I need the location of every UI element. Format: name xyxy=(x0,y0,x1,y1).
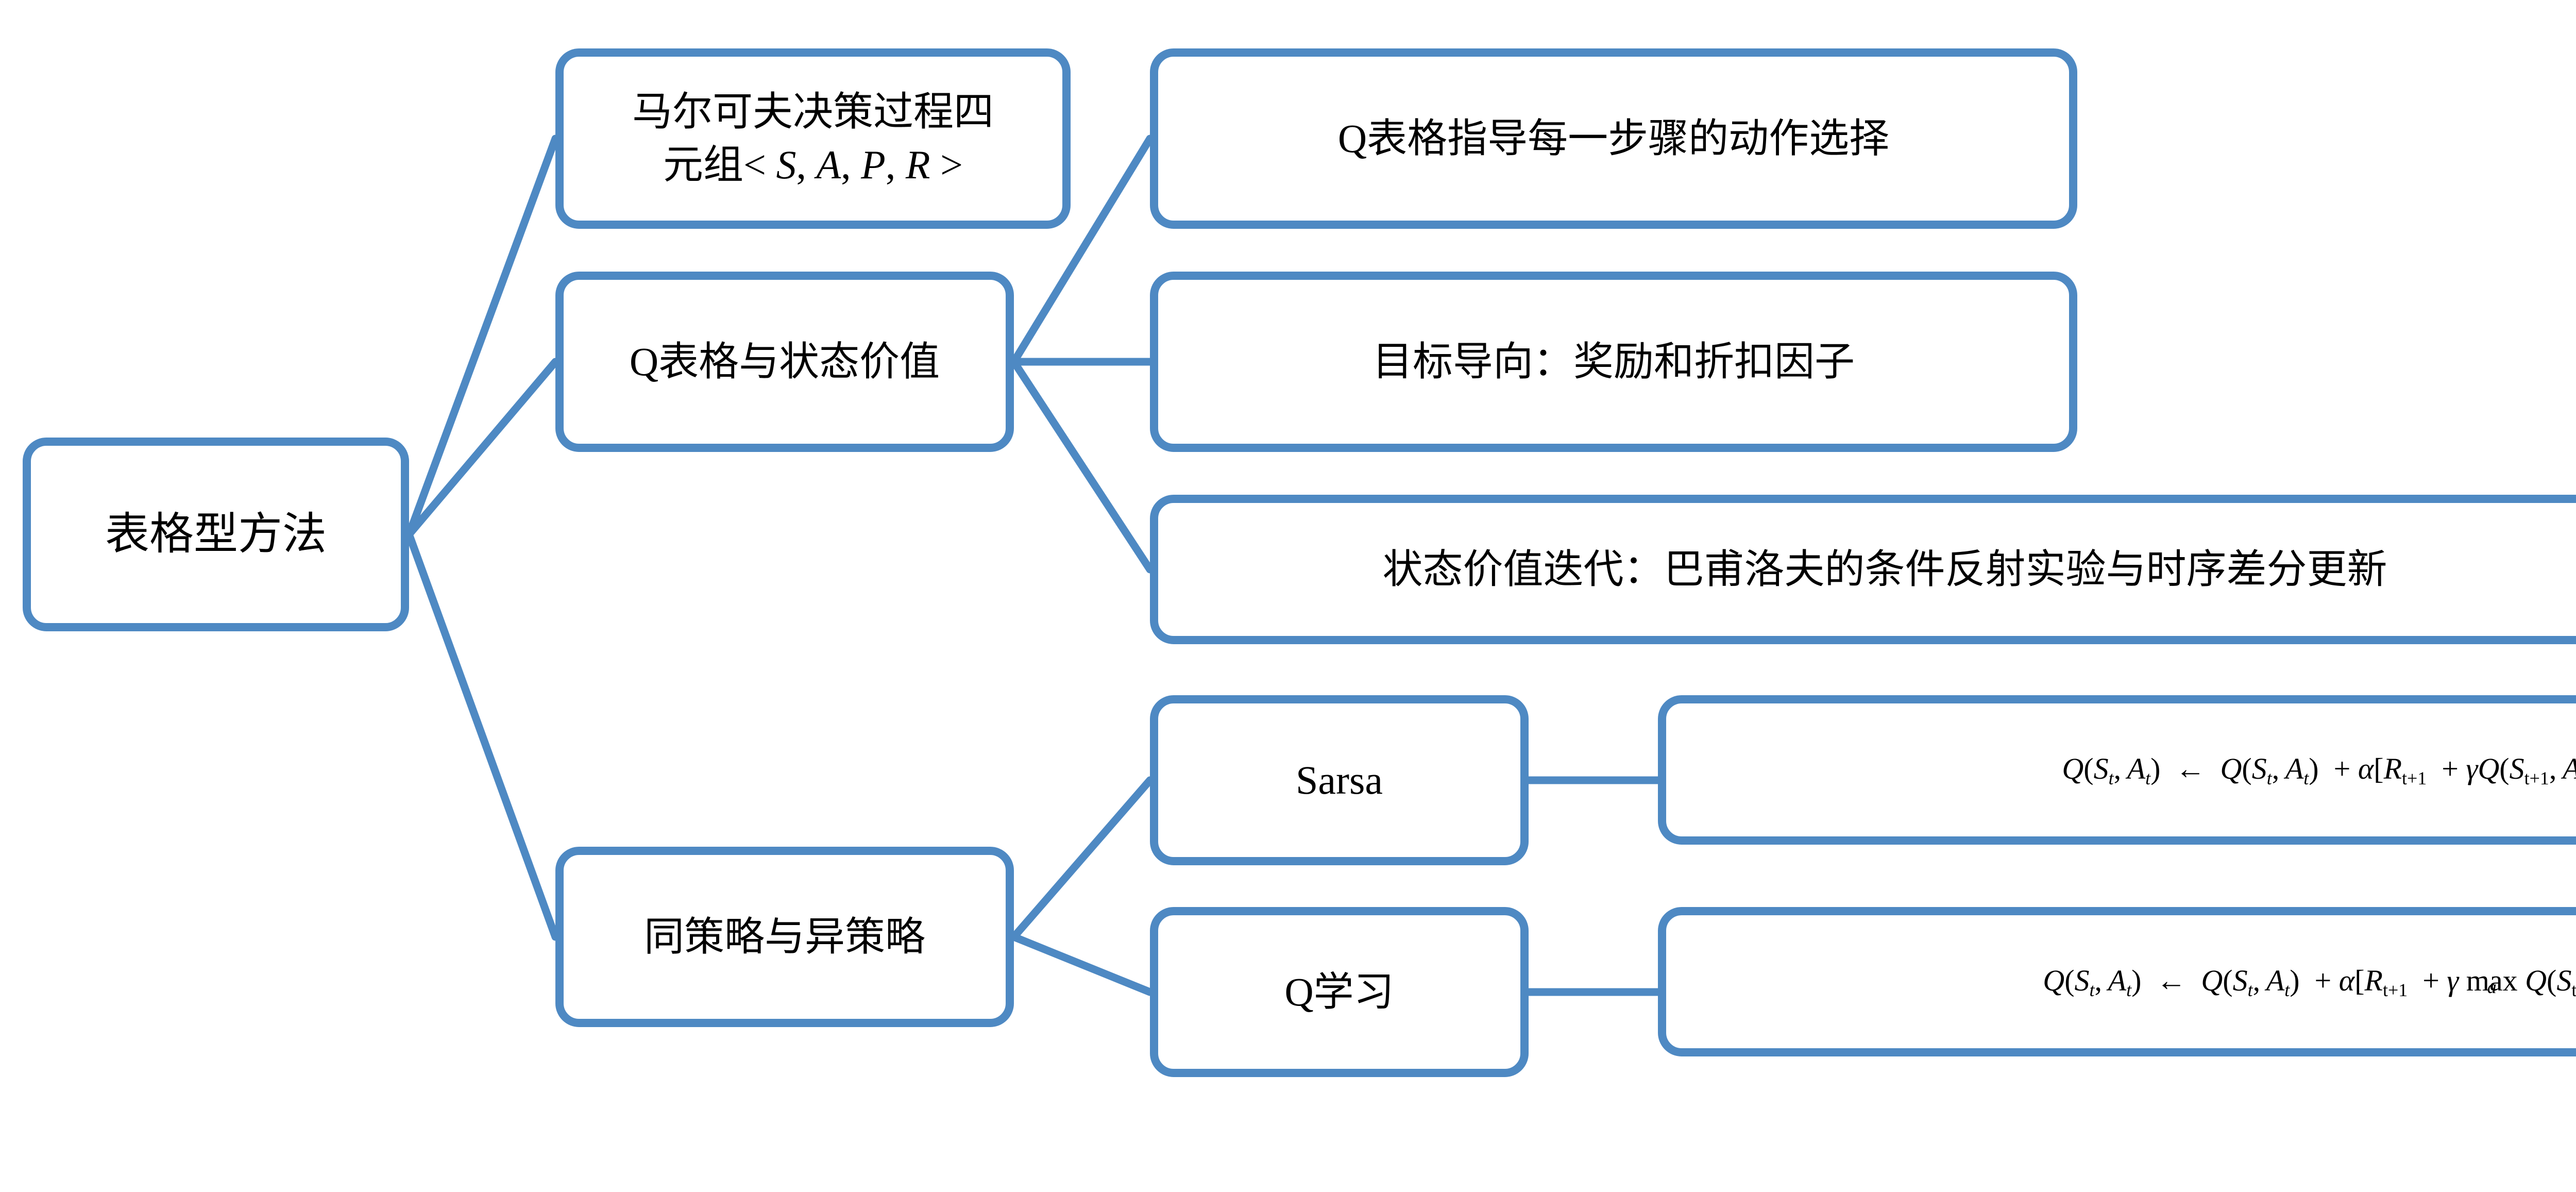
node-q-learning-label: Q学习 xyxy=(1284,969,1394,1014)
node-q-table-label: Q表格与状态价值 xyxy=(629,339,940,384)
node-goal[interactable]: 目标导向：奖励和折扣因子 xyxy=(1150,272,2077,452)
node-policy-label: 同策略与异策略 xyxy=(643,914,925,959)
node-root-label: 表格型方法 xyxy=(105,509,327,559)
edge-policy-to-sarsa xyxy=(1010,776,1154,941)
node-iteration[interactable]: 状态价值迭代：巴甫洛夫的条件反射实验与时序差分更新 xyxy=(1150,495,2576,644)
node-q-table[interactable]: Q表格与状态价值 xyxy=(555,272,1014,452)
node-guide-label: Q表格指导每一步骤的动作选择 xyxy=(1337,115,1890,161)
sarsa-update-equation: Q(St, At) ← Q(St, At) + α[Rt+1 + γQ(St+1… xyxy=(2062,751,2576,788)
edge-root-to-qtable xyxy=(405,358,560,539)
node-policy[interactable]: 同策略与异策略 xyxy=(555,847,1014,1027)
node-sarsa[interactable]: Sarsa xyxy=(1150,695,1529,865)
node-sarsa-label: Sarsa xyxy=(1296,757,1383,802)
node-mdp-label-line2: 元组 xyxy=(663,142,744,187)
node-root[interactable]: 表格型方法 xyxy=(23,438,409,631)
edge-root-to-policy xyxy=(405,530,560,941)
node-mdp-label-line1: 马尔可夫决策过程四 xyxy=(632,89,994,135)
edge-root-to-mdp xyxy=(405,135,560,539)
node-guide[interactable]: Q表格指导每一步骤的动作选择 xyxy=(1150,48,2077,229)
edge-qtable-to-iter xyxy=(1010,358,1154,574)
node-mdp[interactable]: 马尔可夫决策过程四 元组< S, A, P, R > xyxy=(555,48,1071,229)
edge-policy-to-qlearn xyxy=(1010,933,1154,996)
node-q-learning[interactable]: Q学习 xyxy=(1150,907,1529,1077)
node-sarsa-formula[interactable]: Q(St, At) ← Q(St, At) + α[Rt+1 + γQ(St+1… xyxy=(1658,695,2576,845)
node-mdp-label: 马尔可夫决策过程四 元组< S, A, P, R > xyxy=(632,89,994,187)
node-iteration-label: 状态价值迭代：巴甫洛夫的条件反射实验与时序差分更新 xyxy=(1382,546,2387,592)
edge-qtable-to-guide xyxy=(1010,135,1154,366)
node-goal-label: 目标导向：奖励和折扣因子 xyxy=(1372,339,1855,384)
